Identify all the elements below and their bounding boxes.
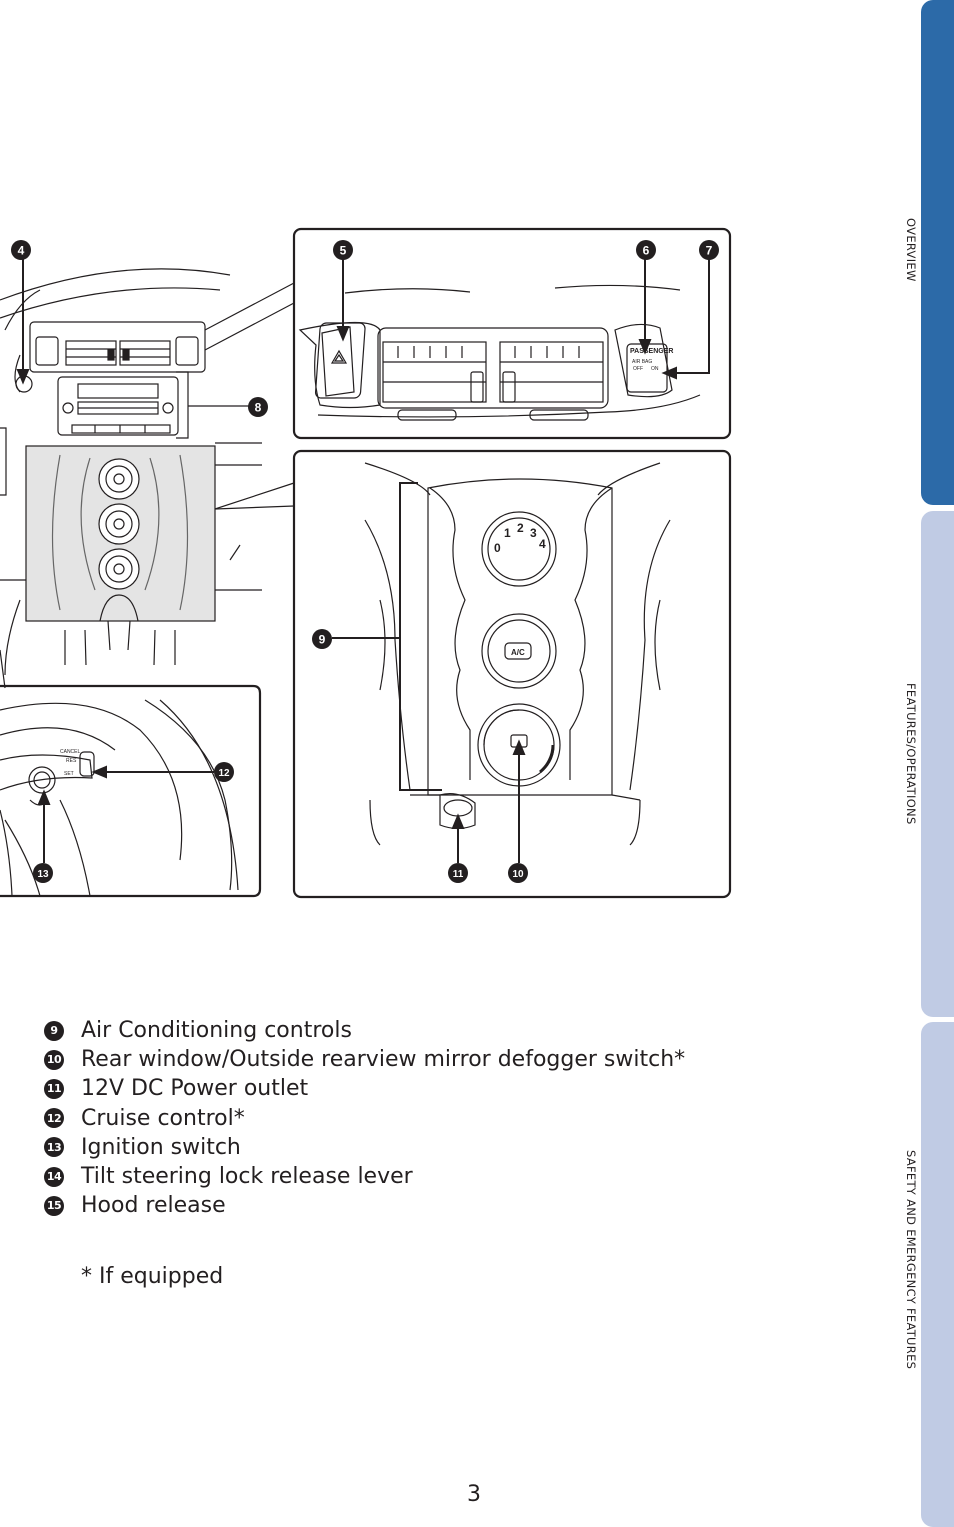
callout-7: 7 — [706, 244, 713, 258]
legend-number: 9 — [44, 1020, 64, 1041]
legend-text: Hood release — [81, 1193, 226, 1219]
svg-text:3: 3 — [530, 526, 537, 540]
tab-overview-bg[interactable] — [921, 0, 954, 505]
legend-text: Tilt steering lock release lever — [81, 1164, 413, 1190]
callout-8: 8 — [255, 401, 262, 415]
footnote: * If equipped — [81, 1264, 224, 1289]
legend-item: 12 Cruise control* — [44, 1104, 685, 1133]
legend-number: 12 — [44, 1108, 64, 1129]
callout-9: 9 — [319, 633, 326, 647]
callout-11: 11 — [453, 869, 464, 880]
svg-text:ON: ON — [651, 366, 659, 372]
legend-number: 14 — [44, 1166, 64, 1187]
tab-overview-label[interactable]: OVERVIEW — [904, 218, 918, 282]
callout-6: 6 — [643, 244, 650, 258]
legend-item: 9 Air Conditioning controls — [44, 1016, 685, 1045]
passenger-airbag-text: PASSENGER — [630, 348, 673, 355]
dashboard-illustration: PASSENGER AIR BAG OFF ON 0 1 2 3 4 A/C — [0, 227, 732, 899]
tab-safety-label[interactable]: SAFETY AND EMERGENCY FEATURES — [904, 1150, 918, 1370]
legend-text: Ignition switch — [81, 1134, 241, 1160]
legend-text: Rear window/Outside rearview mirror defo… — [81, 1047, 686, 1073]
svg-text:SET: SET — [64, 771, 74, 777]
legend-list: 9 Air Conditioning controls 10 Rear wind… — [44, 1016, 685, 1220]
callout-10: 10 — [512, 869, 524, 880]
legend-item: 10 Rear window/Outside rearview mirror d… — [44, 1045, 685, 1074]
legend-text: Cruise control* — [81, 1105, 245, 1131]
svg-text:1: 1 — [504, 526, 511, 540]
legend-number: 15 — [44, 1195, 64, 1216]
svg-text:2: 2 — [517, 521, 524, 535]
tab-features-bg[interactable] — [921, 511, 954, 1017]
legend-text: Air Conditioning controls — [81, 1018, 352, 1044]
page-number: 3 — [467, 1482, 481, 1507]
legend-item: 14 Tilt steering lock release lever — [44, 1162, 685, 1191]
legend-text: 12V DC Power outlet — [81, 1076, 309, 1102]
legend-item: 15 Hood release — [44, 1191, 685, 1220]
svg-text:OFF: OFF — [633, 366, 643, 372]
svg-text:RES: RES — [66, 758, 77, 764]
callout-12: 12 — [218, 768, 230, 779]
ac-button-label: A/C — [511, 648, 525, 657]
figure-callouts: 4 5 6 7 8 9 10 11 12 13 — [11, 240, 719, 883]
legend-number: 13 — [44, 1137, 64, 1158]
legend-number: 11 — [44, 1078, 64, 1099]
tab-features-label[interactable]: FEATURES/OPERATIONS — [904, 683, 918, 825]
legend-item: 11 12V DC Power outlet — [44, 1074, 685, 1103]
svg-text:4: 4 — [539, 537, 546, 551]
callout-13: 13 — [37, 869, 49, 880]
callout-5: 5 — [340, 244, 347, 258]
callout-4: 4 — [18, 244, 25, 258]
legend-number: 10 — [44, 1049, 64, 1070]
svg-text:0: 0 — [494, 541, 501, 555]
svg-text:CANCEL: CANCEL — [60, 749, 81, 755]
tab-safety-bg[interactable] — [921, 1022, 954, 1527]
svg-text:AIR BAG: AIR BAG — [632, 359, 652, 365]
legend-item: 13 Ignition switch — [44, 1133, 685, 1162]
